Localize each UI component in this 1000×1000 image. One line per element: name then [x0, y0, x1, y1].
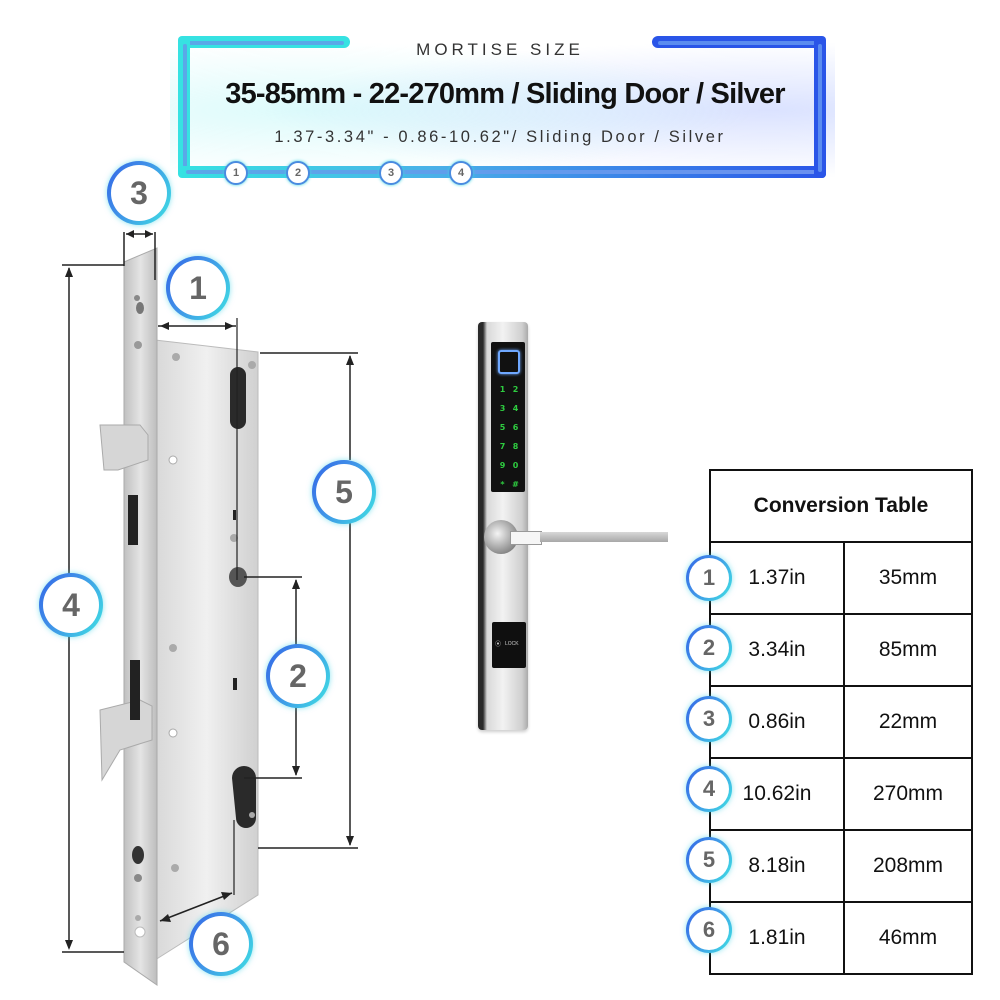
mini-badge-3: 3 [379, 161, 403, 185]
conversion-table: Conversion Table 1.37in 35mm 3.34in 85mm… [709, 469, 973, 975]
key-1[interactable]: 1 [499, 385, 506, 394]
card-reader-icon: ⦿ [495, 642, 502, 648]
dimension-badge-6: 6 [189, 912, 253, 976]
key-hash[interactable]: # [512, 480, 519, 489]
key-6[interactable]: 6 [512, 423, 519, 432]
dimension-badge-3: 3 [107, 161, 171, 225]
frame-top-left-inner [184, 41, 344, 45]
key-0[interactable]: 0 [512, 461, 519, 470]
key-2[interactable]: 2 [512, 385, 519, 394]
table-row: 0.86in 22mm [709, 685, 973, 759]
mm-cell: 270mm [843, 757, 973, 831]
frame-bottom-inner [186, 170, 818, 174]
header-kicker: MORTISE SIZE [416, 40, 584, 59]
key-9[interactable]: 9 [499, 461, 506, 470]
mini-badge-1: 1 [224, 161, 248, 185]
inches-cell: 3.34in [709, 613, 845, 687]
keypad-keys[interactable]: 1 2 3 4 5 6 7 8 9 0 * # [496, 380, 522, 494]
table-badge-3: 3 [686, 696, 732, 742]
keypad-panel: 1 2 3 4 5 6 7 8 9 0 * # [491, 342, 525, 492]
mm-cell: 22mm [843, 685, 973, 759]
mini-badge-4: 4 [449, 161, 473, 185]
dimension-badge-2: 2 [266, 644, 330, 708]
header-glow [170, 30, 835, 190]
conversion-table-title: Conversion Table [709, 469, 973, 543]
frame-top-right-inner [658, 41, 818, 45]
table-row: 3.34in 85mm [709, 613, 973, 687]
mortise-lock-illustration [62, 230, 358, 986]
dimension-badge-4: 4 [39, 573, 103, 637]
header-title: 35-85mm - 22-270mm / Sliding Door / Silv… [225, 78, 785, 110]
mm-cell: 208mm [843, 829, 973, 903]
card-reader-panel: ⦿ LOCK [492, 622, 526, 668]
key-5[interactable]: 5 [499, 423, 506, 432]
table-badge-2: 2 [686, 625, 732, 671]
mm-cell: 46mm [843, 901, 973, 975]
table-row: 1.81in 46mm [709, 901, 973, 975]
table-badge-4: 4 [686, 766, 732, 812]
mm-cell: 85mm [843, 613, 973, 687]
lever-neck [510, 531, 542, 545]
key-8[interactable]: 8 [512, 442, 519, 451]
dimension-badge-5: 5 [312, 460, 376, 524]
inches-cell: 8.18in [709, 829, 845, 903]
table-badge-6: 6 [686, 907, 732, 953]
header-subtitle: 1.37-3.34" - 0.86-10.62"/ Sliding Door /… [274, 128, 726, 146]
inches-cell: 0.86in [709, 685, 845, 759]
key-7[interactable]: 7 [499, 442, 506, 451]
key-star[interactable]: * [500, 480, 505, 489]
table-row: 10.62in 270mm [709, 757, 973, 831]
table-badge-1: 1 [686, 555, 732, 601]
key-3[interactable]: 3 [499, 404, 506, 413]
fingerprint-sensor-icon [498, 350, 520, 374]
table-badge-5: 5 [686, 837, 732, 883]
lever-bar[interactable] [540, 532, 668, 542]
frame-right-inner [818, 44, 822, 172]
table-row: 1.37in 35mm [709, 541, 973, 615]
card-reader-label: LOCK [505, 641, 519, 647]
key-4[interactable]: 4 [512, 404, 519, 413]
dimension-badge-1: 1 [166, 256, 230, 320]
mm-cell: 35mm [843, 541, 973, 615]
table-row: 8.18in 208mm [709, 829, 973, 903]
frame-left-inner [183, 44, 187, 172]
mini-badge-2: 2 [286, 161, 310, 185]
